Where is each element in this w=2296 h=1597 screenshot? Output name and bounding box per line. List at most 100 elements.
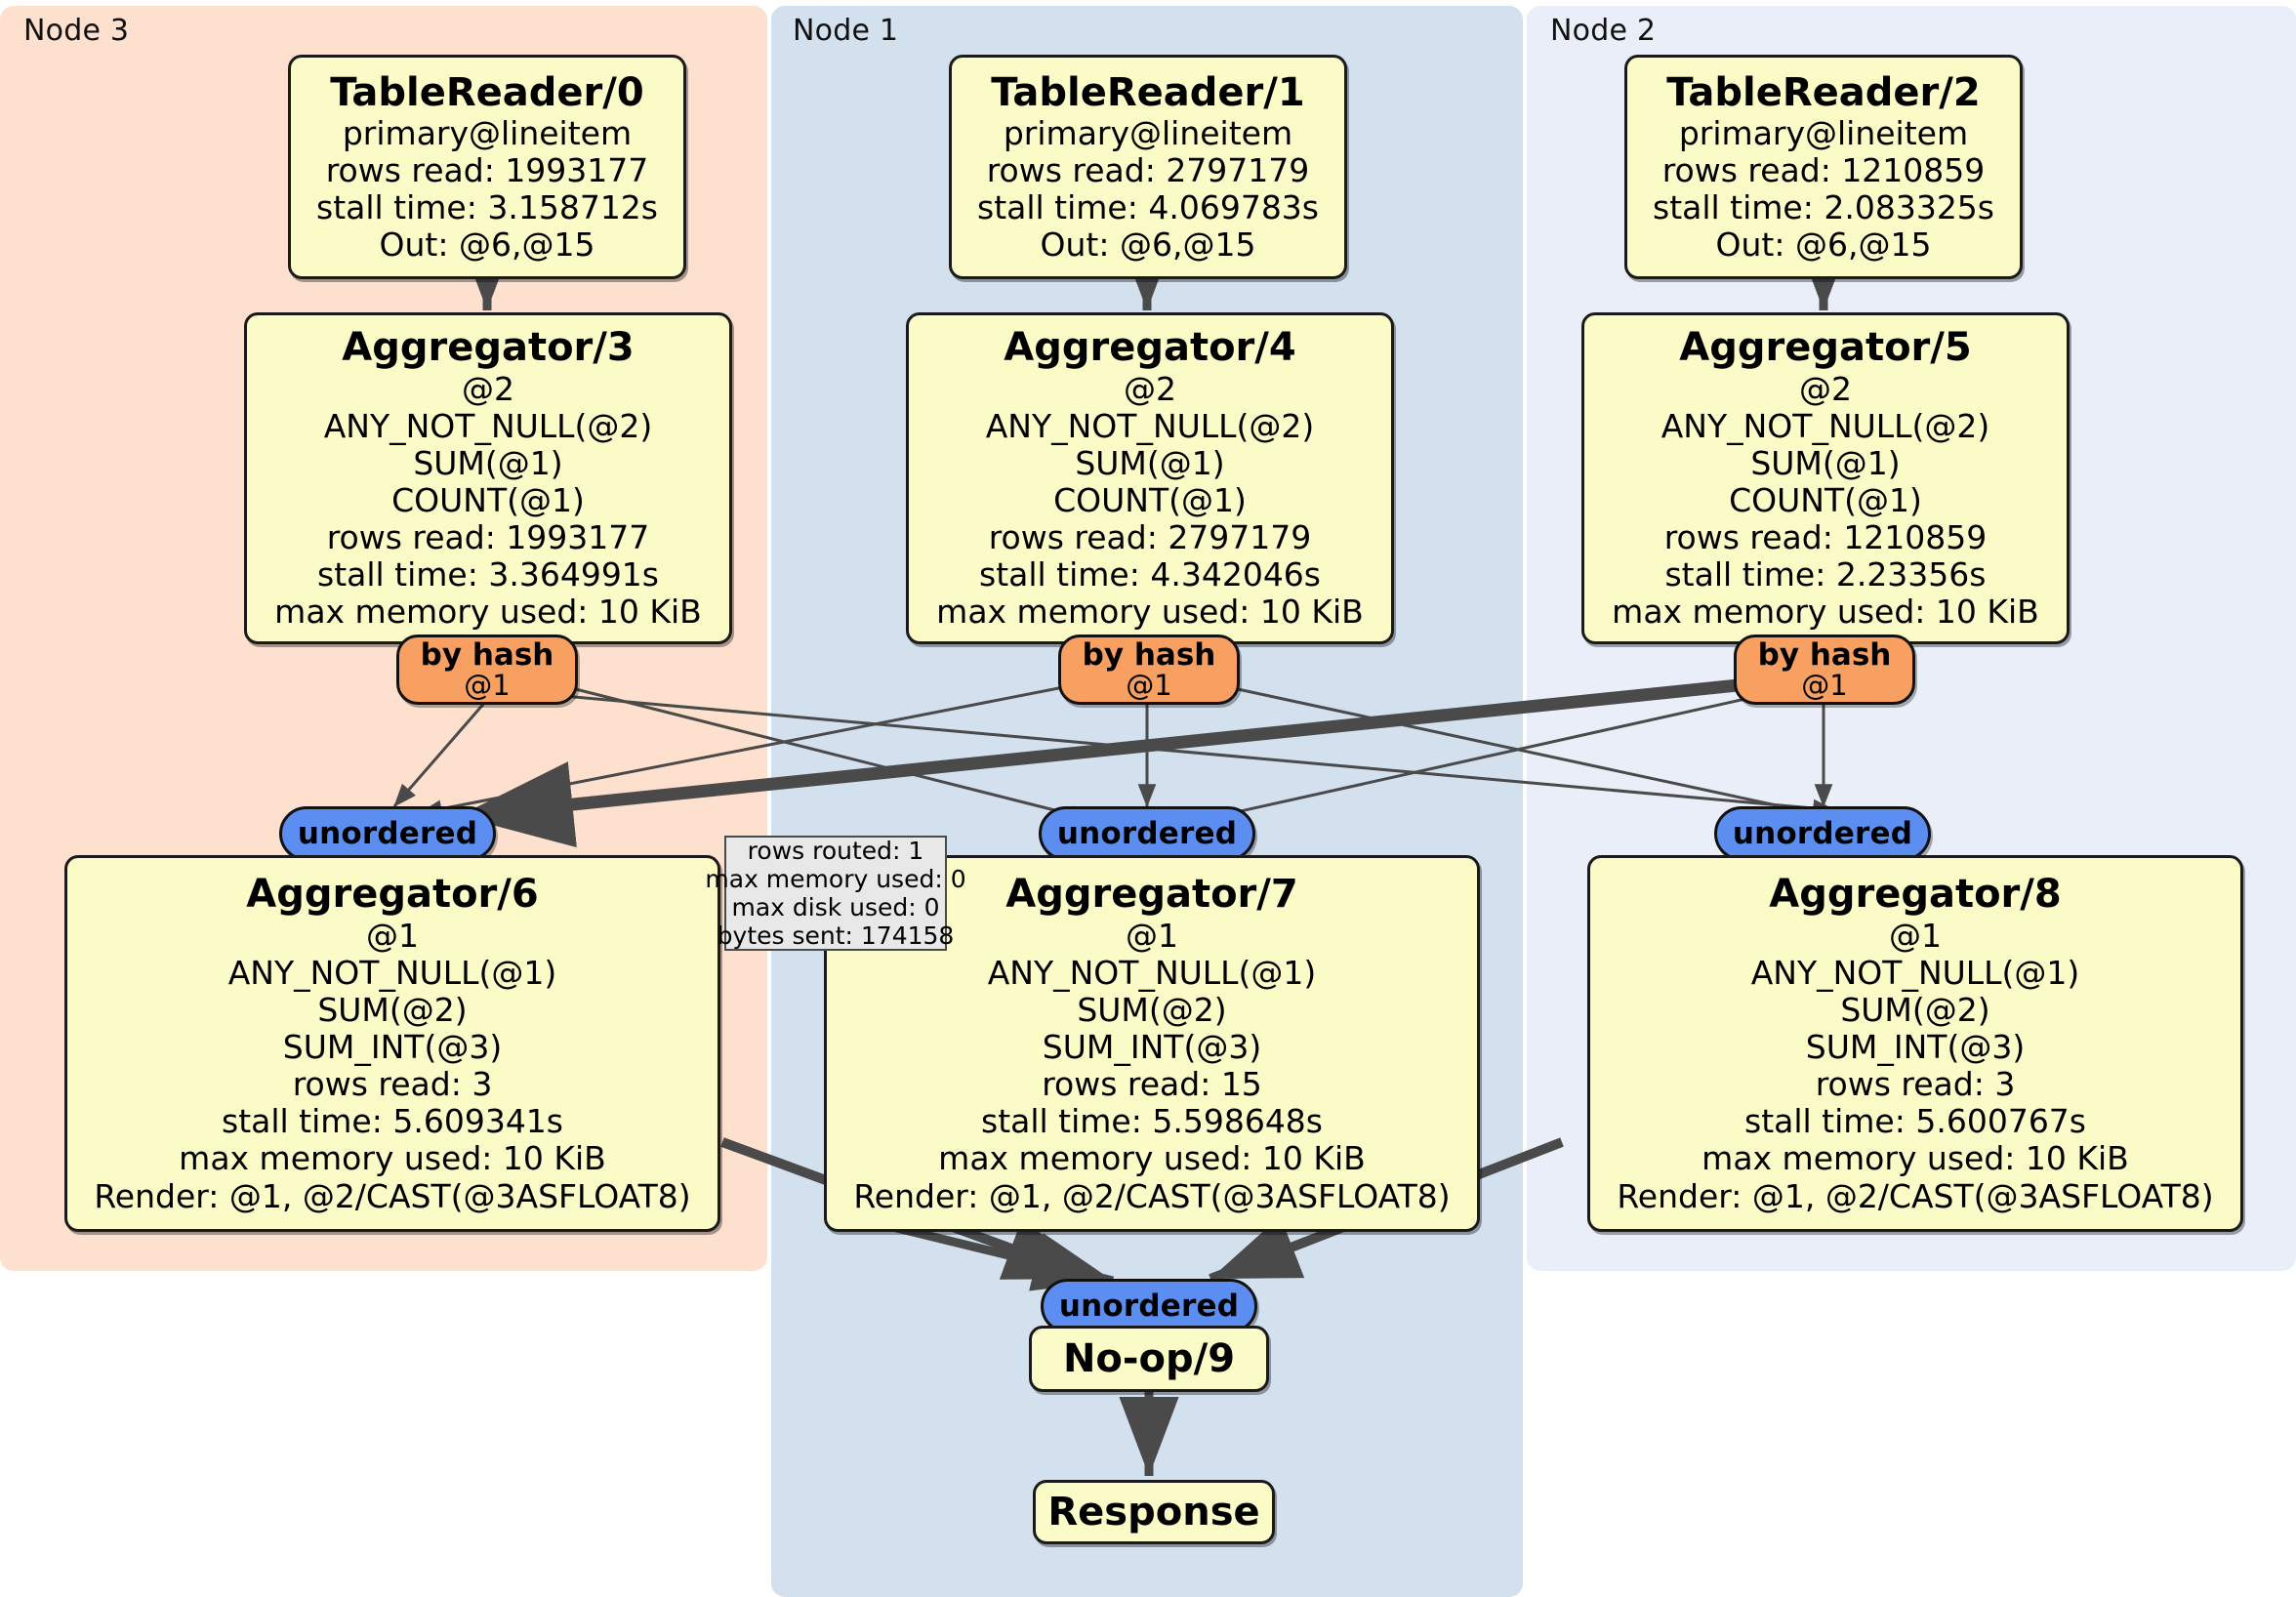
node-detail: SUM(@1) xyxy=(413,444,563,483)
node-detail: rows read: 3 xyxy=(1815,1065,2016,1104)
node-title: TableReader/2 xyxy=(1666,69,1981,115)
receiver-label: unordered xyxy=(1732,816,1913,851)
node-detail: rows read: 2797179 xyxy=(986,151,1310,190)
node-detail: @2 xyxy=(462,369,514,408)
node-aggregator-3[interactable]: Aggregator/3 @2 ANY_NOT_NULL(@2) SUM(@1)… xyxy=(244,312,732,644)
receiver-label: unordered xyxy=(1058,1289,1240,1324)
node-detail: max memory used: 10 KiB xyxy=(936,593,1364,632)
node-detail: rows read: 15 xyxy=(1042,1065,1262,1104)
node-detail: Out: @6,@15 xyxy=(379,225,595,265)
node-title: Aggregator/7 xyxy=(1005,872,1298,918)
router-by-hash-node-3[interactable]: by hash @1 xyxy=(396,635,578,705)
router-by-hash-node-2[interactable]: by hash @1 xyxy=(1734,635,1915,705)
router-column: @1 xyxy=(464,669,511,703)
router-by-hash-node-1[interactable]: by hash @1 xyxy=(1058,635,1240,705)
node-title: Aggregator/4 xyxy=(1004,325,1296,371)
node-response[interactable]: Response xyxy=(1033,1480,1275,1544)
node-no-op-9[interactable]: No-op/9 xyxy=(1029,1326,1269,1392)
node-detail: max memory used: 10 KiB xyxy=(1702,1139,2129,1178)
node-detail: COUNT(@1) xyxy=(391,481,585,520)
node-detail: primary@lineitem xyxy=(342,113,633,152)
node-detail: SUM(@1) xyxy=(1750,444,1901,483)
node-detail: rows read: 3 xyxy=(292,1065,493,1104)
node-detail: stall time: 3.364991s xyxy=(317,555,659,594)
node-detail: @2 xyxy=(1124,369,1176,408)
node-detail: ANY_NOT_NULL(@2) xyxy=(985,406,1315,445)
node-tablereader-1[interactable]: TableReader/1 primary@lineitem rows read… xyxy=(949,55,1347,279)
node-detail: SUM(@2) xyxy=(317,990,468,1029)
node-detail: max memory used: 10 KiB xyxy=(179,1139,606,1178)
node-aggregator-6[interactable]: Aggregator/6 @1 ANY_NOT_NULL(@1) SUM(@2)… xyxy=(64,855,720,1232)
stream-stats-box: rows routed: 1 max memory used: 0 max di… xyxy=(705,836,966,951)
node-panel-3-label: Node 3 xyxy=(23,14,130,48)
node-detail: stall time: 5.600767s xyxy=(1744,1102,2086,1141)
node-detail: SUM(@2) xyxy=(1077,990,1227,1029)
node-detail: primary@lineitem xyxy=(1003,113,1293,152)
node-detail: max memory used: 10 KiB xyxy=(1612,593,2039,632)
node-detail: max memory used: 10 KiB xyxy=(938,1139,1366,1178)
node-detail: @1 xyxy=(366,916,419,955)
node-detail: primary@lineitem xyxy=(1678,113,1969,152)
node-detail: rows read: 2797179 xyxy=(988,518,1312,557)
receiver-unordered-node-1[interactable]: unordered xyxy=(1039,806,1255,861)
node-detail: stall time: 5.598648s xyxy=(981,1102,1323,1141)
node-detail: rows read: 1993177 xyxy=(326,518,650,557)
node-detail: ANY_NOT_NULL(@2) xyxy=(1660,406,1990,445)
node-title: TableReader/1 xyxy=(991,69,1305,115)
node-detail: stall time: 2.083325s xyxy=(1653,188,1994,227)
node-title: TableReader/0 xyxy=(330,69,644,115)
receiver-label: unordered xyxy=(1056,816,1238,851)
node-detail: ANY_NOT_NULL(@2) xyxy=(323,406,653,445)
node-detail: @1 xyxy=(1126,916,1178,955)
node-detail: ANY_NOT_NULL(@1) xyxy=(227,953,557,992)
router-title: by hash xyxy=(420,636,554,673)
node-detail: stall time: 5.609341s xyxy=(222,1102,563,1141)
node-detail: SUM(@1) xyxy=(1075,444,1225,483)
node-detail: ANY_NOT_NULL(@1) xyxy=(1750,953,2080,992)
node-detail: Render: @1, @2/CAST(@3ASFLOAT8) xyxy=(853,1176,1451,1215)
stat-line: bytes sent: 174158 xyxy=(717,921,955,951)
router-column: @1 xyxy=(1126,669,1172,703)
node-title: Aggregator/8 xyxy=(1769,872,2062,918)
receiver-unordered-node-2[interactable]: unordered xyxy=(1714,806,1931,861)
node-detail: rows read: 1993177 xyxy=(325,151,649,190)
node-detail: SUM_INT(@3) xyxy=(282,1028,503,1067)
node-detail: rows read: 1210859 xyxy=(1661,151,1986,190)
node-detail: Out: @6,@15 xyxy=(1040,225,1256,265)
router-title: by hash xyxy=(1757,636,1892,673)
router-title: by hash xyxy=(1082,636,1216,673)
node-detail: @1 xyxy=(1889,916,1942,955)
node-detail: stall time: 4.069783s xyxy=(977,188,1319,227)
node-aggregator-8[interactable]: Aggregator/8 @1 ANY_NOT_NULL(@1) SUM(@2)… xyxy=(1587,855,2243,1232)
node-tablereader-2[interactable]: TableReader/2 primary@lineitem rows read… xyxy=(1624,55,2023,279)
node-detail: SUM(@2) xyxy=(1840,990,1990,1029)
stat-line: rows routed: 1 xyxy=(747,836,924,865)
node-detail: Out: @6,@15 xyxy=(1715,225,1932,265)
node-tablereader-0[interactable]: TableReader/0 primary@lineitem rows read… xyxy=(288,55,686,279)
node-title: No-op/9 xyxy=(1062,1335,1236,1381)
node-title: Aggregator/6 xyxy=(246,872,539,918)
node-detail: Render: @1, @2/CAST(@3ASFLOAT8) xyxy=(94,1176,691,1215)
node-detail: rows read: 1210859 xyxy=(1663,518,1988,557)
node-panel-1-label: Node 1 xyxy=(793,14,899,48)
receiver-label: unordered xyxy=(297,816,478,851)
node-detail: stall time: 4.342046s xyxy=(979,555,1321,594)
receiver-unordered-node-3[interactable]: unordered xyxy=(279,806,496,861)
node-detail: COUNT(@1) xyxy=(1729,481,1922,520)
node-detail: ANY_NOT_NULL(@1) xyxy=(987,953,1317,992)
node-panel-2-label: Node 2 xyxy=(1550,14,1657,48)
node-detail: SUM_INT(@3) xyxy=(1042,1028,1262,1067)
node-aggregator-4[interactable]: Aggregator/4 @2 ANY_NOT_NULL(@2) SUM(@1)… xyxy=(906,312,1394,644)
node-detail: Render: @1, @2/CAST(@3ASFLOAT8) xyxy=(1617,1176,2214,1215)
node-title: Aggregator/5 xyxy=(1679,325,1972,371)
node-title: Response xyxy=(1047,1489,1260,1535)
stat-line: max disk used: 0 xyxy=(731,893,940,921)
node-detail: stall time: 3.158712s xyxy=(316,188,658,227)
node-detail: stall time: 2.23356s xyxy=(1664,555,1987,594)
node-detail: COUNT(@1) xyxy=(1053,481,1247,520)
node-detail: SUM_INT(@3) xyxy=(1805,1028,2026,1067)
node-detail: @2 xyxy=(1799,369,1852,408)
node-title: Aggregator/3 xyxy=(342,325,635,371)
node-aggregator-5[interactable]: Aggregator/5 @2 ANY_NOT_NULL(@2) SUM(@1)… xyxy=(1581,312,2070,644)
